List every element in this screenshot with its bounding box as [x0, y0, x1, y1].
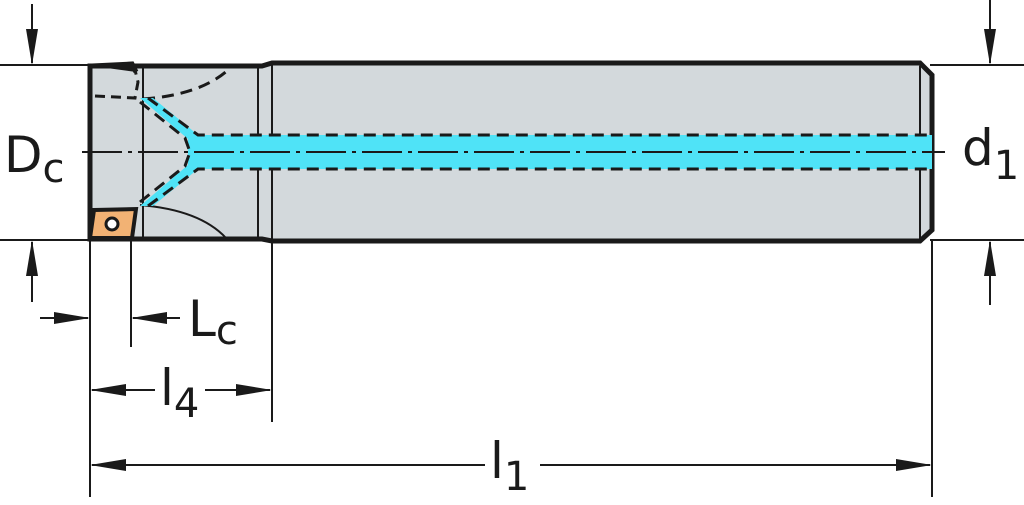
dimension-arrows	[26, 0, 996, 471]
l1-label: l1	[490, 432, 529, 500]
d1-label: d1	[962, 119, 1019, 189]
extension-lines	[0, 64, 1024, 497]
cutting-insert	[87, 206, 139, 240]
dc-label: Dc	[4, 126, 65, 192]
lc-label: Lc	[188, 290, 238, 354]
l4-label: l4	[160, 359, 199, 427]
